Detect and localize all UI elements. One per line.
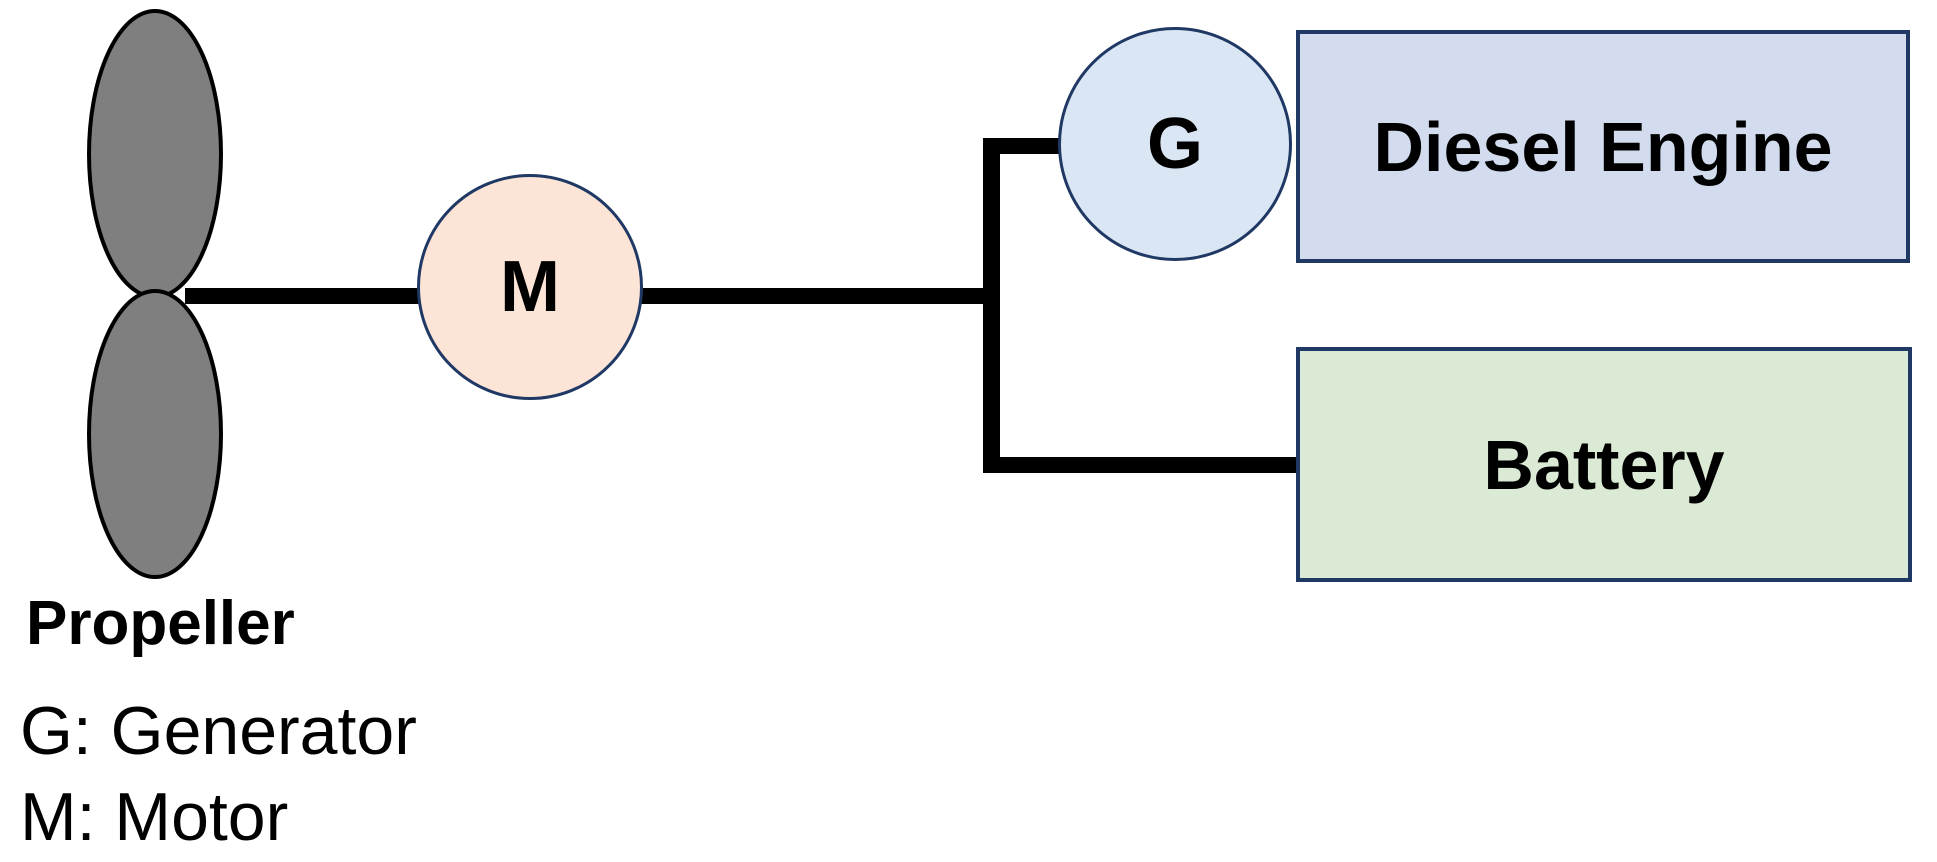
generator-node: G: [1058, 27, 1292, 261]
legend: G: Generator M: Motor: [20, 688, 417, 860]
diesel-engine-node: Diesel Engine: [1296, 30, 1910, 263]
battery-node: Battery: [1296, 347, 1912, 582]
generator-branch-line: [983, 138, 1068, 154]
legend-generator-entry: G: Generator: [20, 693, 417, 769]
branch-vertical-line: [983, 138, 1000, 473]
propeller-caption: Propeller: [26, 589, 295, 658]
legend-motor-entry: M: Motor: [20, 779, 289, 855]
battery-node-label: Battery: [1483, 425, 1725, 504]
propeller-icon: [87, 9, 223, 579]
battery-branch-line: [983, 457, 1303, 473]
motor-node-label: M: [500, 247, 560, 327]
propeller-bottom-blade: [87, 289, 223, 579]
propeller-top-blade: [87, 9, 223, 299]
motor-node: M: [417, 174, 643, 400]
diesel-engine-node-label: Diesel Engine: [1373, 107, 1833, 186]
generator-node-label: G: [1146, 104, 1203, 184]
